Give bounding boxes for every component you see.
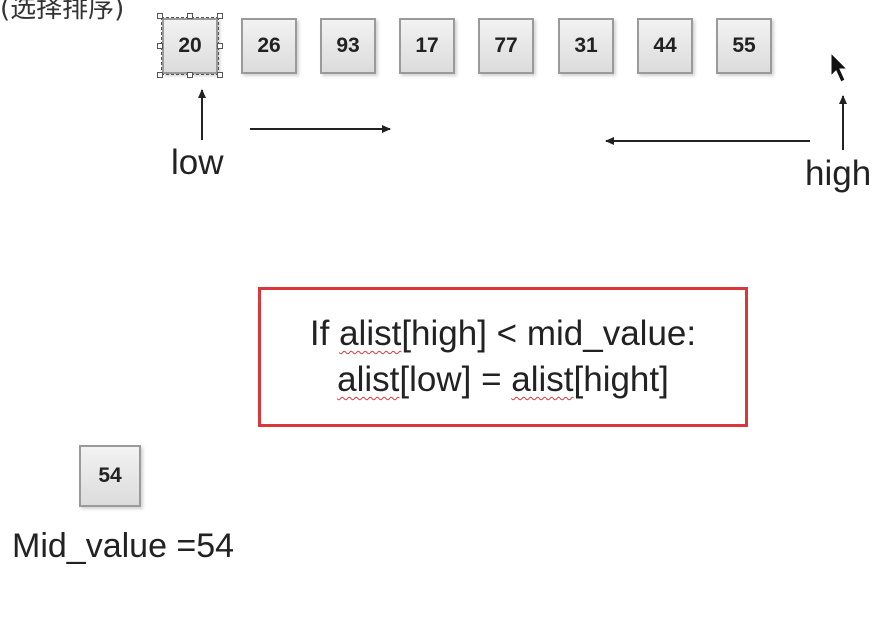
code-line-1-suffix: [high] < mid_value: <box>401 314 697 353</box>
selection-handle-top-left[interactable] <box>157 13 163 19</box>
code-line-2-mid: [low] = <box>399 360 512 399</box>
selection-handle-bottom-right[interactable] <box>217 72 223 78</box>
array-cell-4[interactable]: 77 <box>478 18 534 74</box>
selection-handle-top-right[interactable] <box>217 13 223 19</box>
array-cell-0[interactable]: 20 <box>161 17 219 75</box>
selection-handle-top[interactable] <box>187 13 193 19</box>
array-cell-6[interactable]: 44 <box>637 18 693 74</box>
selection-handle-bottom-left[interactable] <box>157 72 163 78</box>
array-cell-5[interactable]: 31 <box>558 18 614 74</box>
low-label: low <box>171 143 224 182</box>
code-line-2-suffix: [hight] <box>573 360 669 399</box>
mouse-pointer-icon <box>830 51 849 83</box>
selection-handle-right[interactable] <box>217 43 223 49</box>
selection-handle-bottom[interactable] <box>187 72 193 78</box>
code-line-2-word-2: alist <box>511 360 574 399</box>
title-fragment: (选择排序) <box>0 0 125 24</box>
high-label: high <box>805 154 872 193</box>
mid-value-cell[interactable]: 54 <box>79 445 141 507</box>
code-line-2-word-1: alist <box>337 360 400 399</box>
mid-value-label: Mid_value =54 <box>12 527 235 565</box>
array-cell-7[interactable]: 55 <box>716 18 772 74</box>
array-cell-2[interactable]: 93 <box>320 18 376 74</box>
array-cell-1[interactable]: 26 <box>241 18 297 74</box>
code-line-1-prefix: If <box>309 314 340 353</box>
code-line-1-word: alist <box>339 314 402 353</box>
array-cell-3[interactable]: 17 <box>399 18 455 74</box>
code-box: If alist[high] < mid_value: alist[low] =… <box>258 287 748 427</box>
code-line-2: alist[low] = alist[hight] <box>337 357 669 403</box>
code-line-1: If alist[high] < mid_value: <box>310 311 696 357</box>
selection-handle-left[interactable] <box>157 43 163 49</box>
